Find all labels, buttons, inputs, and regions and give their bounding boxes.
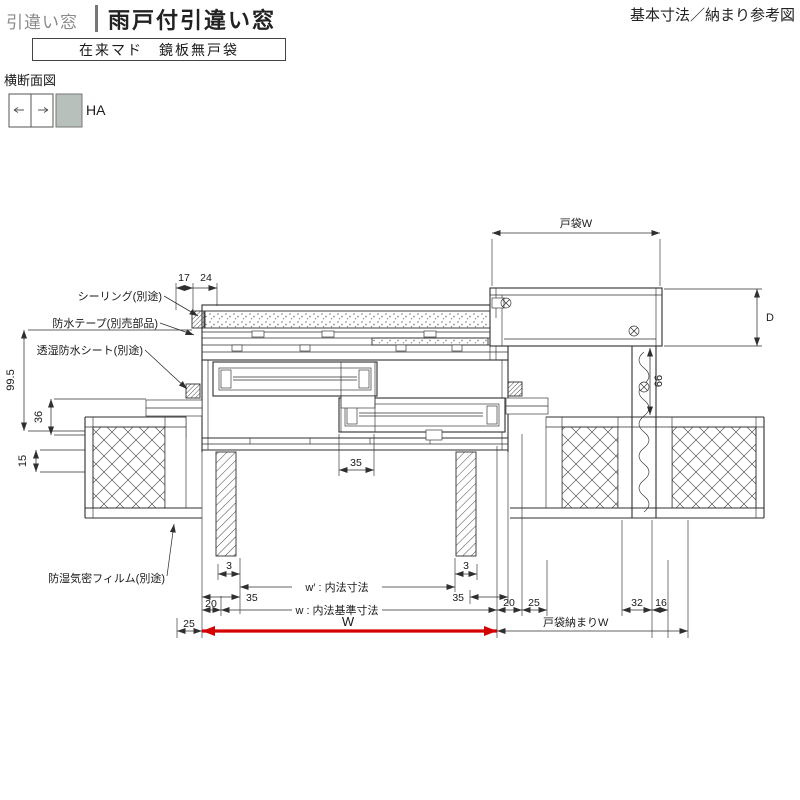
dim-32: 32 <box>631 597 643 609</box>
dimension-99-5: 99.5 <box>5 329 192 432</box>
dimension-w-inner: w′ : 内法寸法 <box>240 580 455 594</box>
dim-center-35: 35 <box>350 457 362 469</box>
callout-moisture-sheet: 透湿防水シート(別途) <box>37 343 188 390</box>
sliding-window-type-icon <box>8 93 83 128</box>
icon-variant-label: HA <box>86 102 106 118</box>
right-wall-section <box>510 416 765 519</box>
dim-35-left: 35 <box>246 592 258 604</box>
section-label: 横断面図 <box>4 73 57 88</box>
dimension-25-left: 25 <box>177 618 202 634</box>
callout-waterproof-tape: 防水テープ(別売部品) <box>52 316 195 336</box>
dim-depth: D <box>766 312 774 324</box>
dim-99-5: 99.5 <box>5 369 17 390</box>
insulation-symbol <box>638 351 650 513</box>
lock-keeper <box>425 429 443 441</box>
right-post <box>455 451 477 557</box>
dim-pocket-w: 戸袋W <box>560 216 593 230</box>
subtitle-box: 在来マド 鏡板無戸袋 <box>32 38 286 61</box>
dimension-gap-3-right: 3 <box>455 560 477 577</box>
dim-25-right: 25 <box>528 597 540 609</box>
dim-17: 17 <box>178 272 190 284</box>
dimension-35-right: 35 <box>452 592 508 604</box>
dimension-center-35: 35 <box>338 434 375 476</box>
dim-3-left: 3 <box>226 560 232 572</box>
dim-25-left: 25 <box>183 618 195 630</box>
screw-symbol <box>500 297 512 309</box>
right-jamb-casing <box>505 381 549 415</box>
shutter-pocket <box>489 287 663 347</box>
head-frame-section <box>191 304 509 361</box>
meeting-stile <box>340 395 376 409</box>
dimension-36: 36 <box>33 398 146 436</box>
callout-sealing-label: シーリング(別途) <box>78 289 162 303</box>
dim-35-right: 35 <box>452 592 464 604</box>
dim-W-label: W <box>342 614 355 629</box>
dim-36: 36 <box>33 411 45 423</box>
dimension-W-overall: W <box>202 614 497 636</box>
reference-type-label: 基本寸法／納まり参考図 <box>629 7 795 24</box>
dim-16: 16 <box>655 597 667 609</box>
dimension-pocket-fit: 戸袋納まりW <box>497 615 688 634</box>
dimension-17-24: 17 24 <box>175 272 218 310</box>
dimension-pocket-width: 戸袋W <box>491 216 661 286</box>
dimension-66: 66 <box>647 348 665 415</box>
dim-15: 15 <box>17 455 29 467</box>
header-divider <box>95 5 98 32</box>
left-wall-section <box>84 416 202 519</box>
callout-film-label: 防湿気密フィルム(別途) <box>48 571 165 585</box>
dim-20-right: 20 <box>503 597 515 609</box>
window-category-label: 引違い窓 <box>6 13 78 32</box>
dimension-w-base-row: 20 w : 内法基準寸法 20 25 32 16 <box>202 597 668 617</box>
dim-20-left: 20 <box>205 598 217 610</box>
icon-arrow-right <box>38 107 49 113</box>
dimension-gap-3-left: 3 <box>218 560 240 577</box>
callout-airtight-film: 防湿気密フィルム(別途) <box>48 523 176 585</box>
callout-tape-label: 防水テープ(別売部品) <box>52 316 158 330</box>
callout-sealing: シーリング(別途) <box>78 289 199 317</box>
pocket-outer-wall <box>631 346 657 518</box>
dimension-depth-D: D <box>664 288 774 347</box>
dim-66: 66 <box>653 375 665 387</box>
dimension-35-left: 35 <box>202 592 258 604</box>
page-title: 雨戸付引違い窓 <box>108 8 277 33</box>
dimension-15: 15 <box>17 449 85 473</box>
screw-symbol <box>638 381 650 393</box>
callout-sheet-label: 透湿防水シート(別途) <box>37 343 143 357</box>
screw-symbol <box>628 325 640 337</box>
interior-sash <box>338 397 506 433</box>
dim-pocket-fit-label: 戸袋納まりW <box>543 615 609 629</box>
dim-w-inner-label: w′ : 内法寸法 <box>304 580 368 594</box>
icon-arrow-left <box>13 107 24 113</box>
icon-shutter-pocket <box>55 93 83 128</box>
exterior-sash <box>212 361 378 397</box>
dim-24: 24 <box>200 272 212 284</box>
left-post <box>215 451 237 557</box>
sash-section <box>201 360 509 452</box>
dim-w-base-label: w : 内法基準寸法 <box>294 603 378 617</box>
dim-3-right: 3 <box>463 560 469 572</box>
